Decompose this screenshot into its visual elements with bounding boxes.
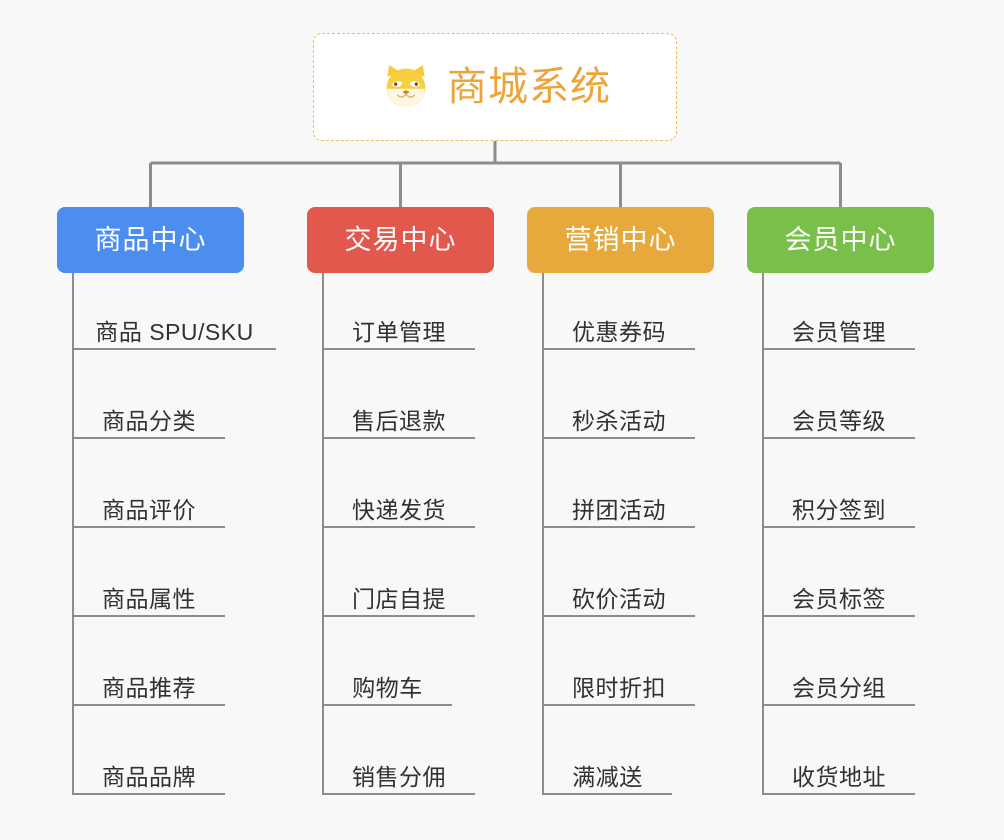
category-label: 营销中心 [564, 224, 677, 255]
leaf-item[interactable]: 商品分类 [73, 387, 225, 439]
leaf-item-label: 满减送 [572, 763, 643, 790]
leaf-item[interactable]: 商品评价 [73, 476, 225, 528]
leaf-item-label: 会员分组 [792, 674, 886, 701]
leaf-item-label: 优惠券码 [572, 318, 666, 345]
leaf-item[interactable]: 售后退款 [323, 387, 475, 439]
leaf-item-label: 售后退款 [352, 407, 446, 434]
leaf-item-label: 会员等级 [792, 407, 886, 434]
leaf-item[interactable]: 优惠券码 [543, 298, 695, 350]
category-label: 商品中心 [94, 224, 207, 255]
category-box-2[interactable]: 交易中心 [307, 207, 494, 273]
leaf-item[interactable]: 购物车 [323, 654, 452, 706]
leaf-item[interactable]: 商品 SPU/SKU [73, 298, 276, 350]
leaf-item-label: 商品 SPU/SKU [95, 318, 254, 345]
leaf-item-label: 商品分类 [102, 407, 196, 434]
leaf-item-label: 限时折扣 [572, 674, 666, 701]
leaf-item-label: 砍价活动 [572, 585, 666, 612]
leaf-item[interactable]: 销售分佣 [323, 743, 475, 795]
leaf-item-label: 商品评价 [102, 496, 196, 523]
leaf-item[interactable]: 商品属性 [73, 565, 225, 617]
category-label: 会员中心 [784, 224, 897, 255]
leaf-item[interactable]: 积分签到 [763, 476, 915, 528]
leaf-item[interactable]: 门店自提 [323, 565, 475, 617]
leaf-item-label: 收货地址 [792, 763, 886, 790]
leaf-item[interactable]: 商品推荐 [73, 654, 225, 706]
shiba-dog-icon [386, 65, 426, 108]
leaf-item-label: 商品推荐 [102, 674, 196, 701]
category-box-4[interactable]: 会员中心 [747, 207, 934, 273]
leaf-item-label: 购物车 [352, 674, 423, 701]
root-node[interactable]: 商城系统 [313, 33, 677, 141]
leaf-item[interactable]: 会员分组 [763, 654, 915, 706]
leaf-item[interactable]: 拼团活动 [543, 476, 695, 528]
leaf-item[interactable]: 限时折扣 [543, 654, 695, 706]
leaf-item-label: 商品属性 [102, 585, 196, 612]
leaf-item[interactable]: 秒杀活动 [543, 387, 695, 439]
leaf-item-label: 会员标签 [792, 585, 886, 612]
leaf-item-label: 商品品牌 [102, 763, 196, 790]
leaf-item[interactable]: 订单管理 [323, 298, 475, 350]
leaf-item[interactable]: 会员管理 [763, 298, 915, 350]
category-label: 交易中心 [344, 224, 457, 255]
leaf-item[interactable]: 商品品牌 [73, 743, 225, 795]
category-box-1[interactable]: 商品中心 [57, 207, 244, 273]
leaf-item-label: 订单管理 [352, 318, 446, 345]
leaf-item-label: 会员管理 [792, 318, 886, 345]
root-label: 商城系统 [447, 65, 611, 109]
leaf-item[interactable]: 会员等级 [763, 387, 915, 439]
leaf-item-label: 销售分佣 [352, 763, 446, 790]
leaf-item[interactable]: 收货地址 [763, 743, 915, 795]
leaf-item-label: 秒杀活动 [572, 407, 666, 434]
leaf-item[interactable]: 会员标签 [763, 565, 915, 617]
leaf-item-label: 快递发货 [352, 496, 446, 523]
category-box-3[interactable]: 营销中心 [527, 207, 714, 273]
leaf-item-label: 拼团活动 [572, 496, 666, 523]
leaf-item[interactable]: 快递发货 [323, 476, 475, 528]
leaf-item[interactable]: 满减送 [543, 743, 672, 795]
leaf-item-label: 积分签到 [792, 496, 886, 523]
leaf-item[interactable]: 砍价活动 [543, 565, 695, 617]
leaf-item-label: 门店自提 [352, 585, 446, 612]
